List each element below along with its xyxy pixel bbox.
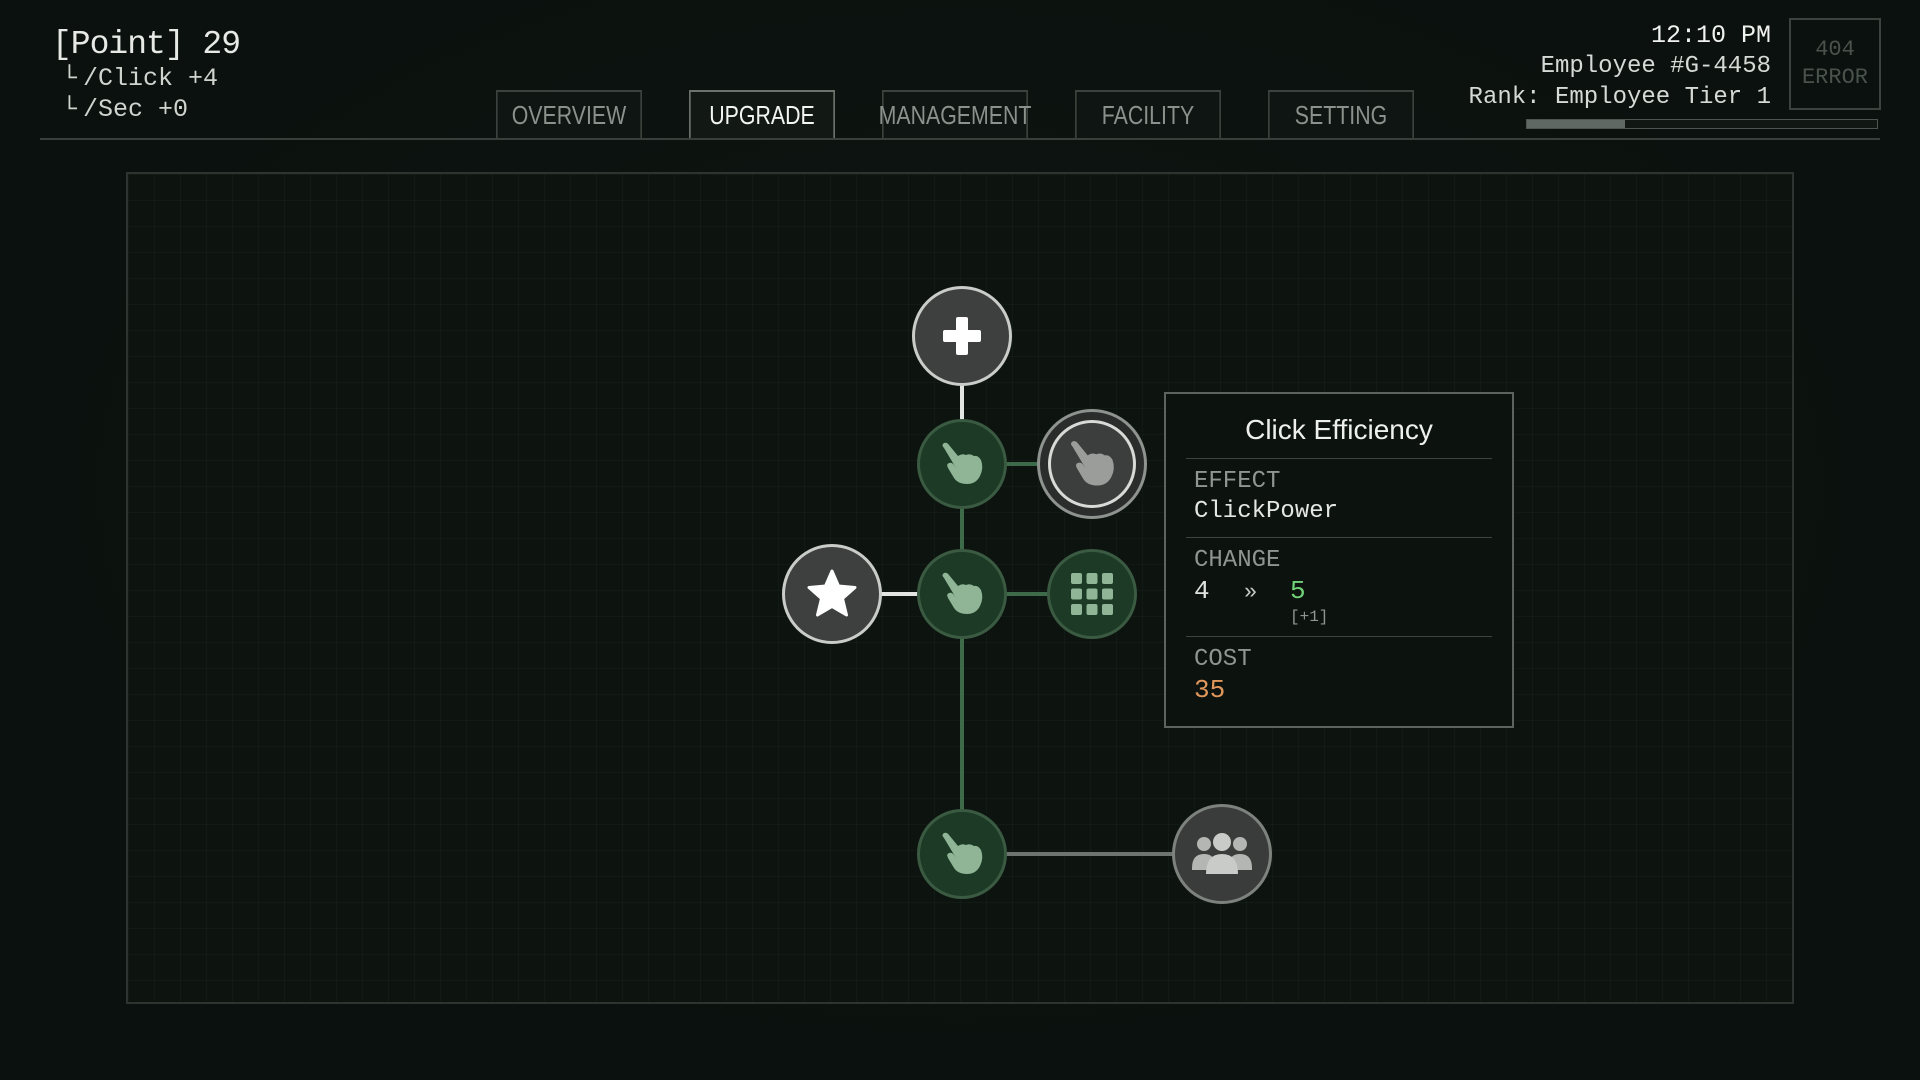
tooltip-change: CHANGE 4 » 5 [+1] (1186, 538, 1492, 637)
per-sec-stat: └/Sec +0 (62, 95, 189, 124)
change-arrow-icon: » (1244, 580, 1258, 605)
rank-progress-bar (1526, 119, 1878, 129)
upgrade-tree-panel (126, 172, 1794, 1004)
pointing-hand-icon (942, 572, 983, 614)
status-info: 12:10 PM Employee #G-4458 Rank: Employee… (1469, 20, 1771, 113)
upgrade-node-click-1[interactable] (917, 419, 1007, 509)
employee-id: Employee #G-4458 (1540, 53, 1771, 80)
upgrade-node-click-2[interactable] (917, 549, 1007, 639)
pointing-hand-icon (1071, 441, 1114, 486)
upgrade-node-click-efficiency[interactable] (1037, 409, 1147, 519)
pointing-hand-icon (942, 832, 983, 874)
change-to-value: 5 (1290, 576, 1306, 606)
rank-label: Rank: Employee Tier 1 (1468, 84, 1771, 111)
clock: 12:10 PM (1650, 21, 1771, 50)
upgrade-node-star[interactable] (782, 544, 882, 644)
upgrade-tooltip: Click Efficiency EFFECT ClickPower CHANG… (1164, 392, 1514, 728)
change-delta: [+1] (1290, 608, 1329, 626)
tab-facility[interactable]: FACILITY (1075, 90, 1221, 138)
change-label: CHANGE (1194, 547, 1281, 574)
cost-value: 35 (1194, 675, 1226, 705)
tab-upgrade[interactable]: UPGRADE (689, 90, 835, 138)
upgrade-node-grid[interactable] (1047, 549, 1137, 639)
error-badge[interactable]: 404 ERROR (1789, 18, 1881, 110)
upgrade-node-team[interactable] (1172, 804, 1272, 904)
upgrade-node-click-3[interactable] (917, 809, 1007, 899)
tooltip-cost: COST 35 (1186, 637, 1492, 715)
points-total: [Point] 29 (52, 26, 241, 63)
tooltip-title: Click Efficiency (1186, 394, 1492, 459)
main-tabs: OVERVIEW UPGRADE MANAGEMENT FACILITY SET… (480, 90, 1430, 138)
effect-label: EFFECT (1194, 468, 1281, 495)
star-icon (807, 569, 857, 617)
pointing-hand-icon (942, 442, 983, 484)
tab-setting[interactable]: SETTING (1268, 90, 1414, 138)
rank-progress-fill (1527, 120, 1625, 128)
points-summary: [Point] 29 └/Click +4 └/Sec +0 (52, 26, 241, 125)
header-divider (40, 138, 1880, 140)
plus-icon (943, 317, 981, 355)
effect-value: ClickPower (1194, 498, 1339, 525)
group-icon (1192, 833, 1252, 874)
upgrade-node-root[interactable] (912, 286, 1012, 386)
change-from-value: 4 (1194, 576, 1210, 606)
per-click-stat: └/Click +4 (62, 64, 219, 93)
tooltip-effect: EFFECT ClickPower (1186, 459, 1492, 538)
grid-icon (1071, 573, 1113, 615)
tab-overview[interactable]: OVERVIEW (496, 90, 642, 138)
tab-management[interactable]: MANAGEMENT (879, 90, 1031, 138)
cost-label: COST (1194, 646, 1252, 673)
